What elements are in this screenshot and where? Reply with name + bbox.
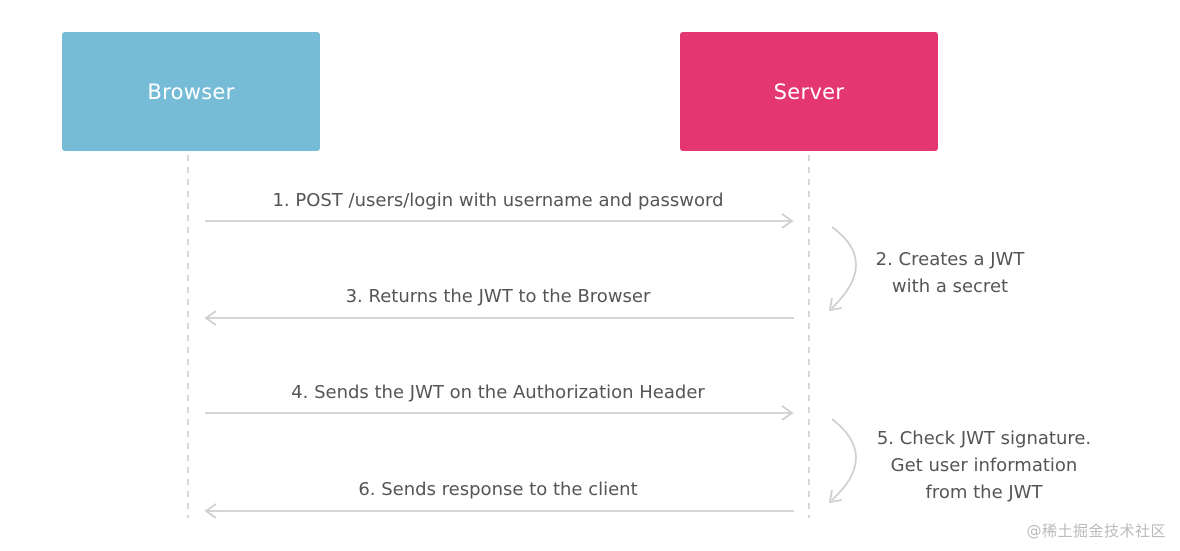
browser-actor-label: Browser <box>147 79 235 104</box>
note-5-arrowhead <box>828 489 843 504</box>
message-6-arrowhead <box>204 503 217 519</box>
note-2-arrowhead <box>828 297 843 312</box>
message-4-arrowhead <box>781 405 794 421</box>
note-5-line-2: Get user information <box>891 455 1078 476</box>
note-2-line-2: with a secret <box>892 276 1008 297</box>
message-3-label: 3. Returns the JWT to the Browser <box>346 286 651 307</box>
watermark-text: @稀土掘金技术社区 <box>1026 522 1166 540</box>
note-2-line-1: 2. Creates a JWT <box>876 249 1026 270</box>
note-2-curve-arrow <box>831 226 857 309</box>
server-actor-box: Server <box>680 32 938 151</box>
note-5-line-1: 5. Check JWT signature. <box>877 428 1091 449</box>
browser-actor-box: Browser <box>62 32 320 151</box>
server-actor-label: Server <box>773 79 845 104</box>
message-3-arrowhead <box>204 310 217 326</box>
message-6-label: 6. Sends response to the client <box>358 479 637 500</box>
message-1-label: 1. POST /users/login with username and p… <box>272 190 723 211</box>
message-1-arrowhead <box>781 213 794 229</box>
note-5-line-3: from the JWT <box>926 482 1044 503</box>
message-4-label: 4. Sends the JWT on the Authorization He… <box>291 382 705 403</box>
note-5-curve-arrow <box>831 418 857 501</box>
